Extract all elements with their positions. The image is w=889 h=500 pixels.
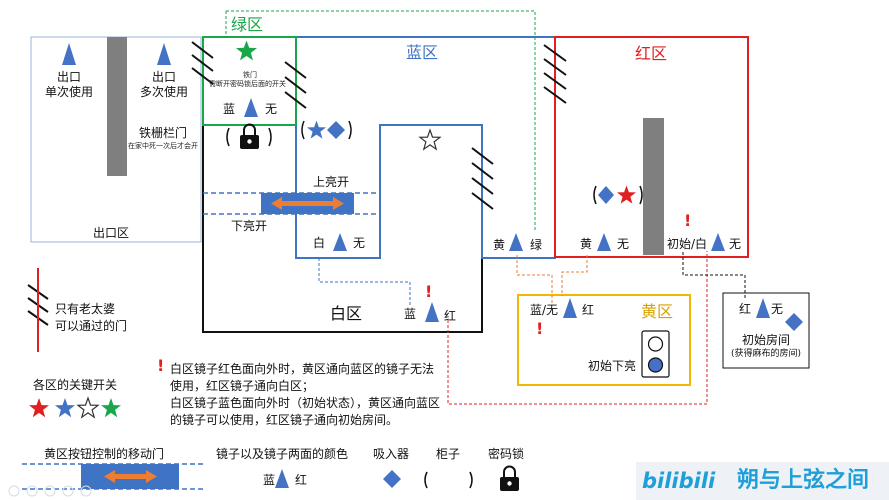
key-switch-stars <box>29 40 636 419</box>
yellow-zone-label: 黄区 <box>641 302 674 321</box>
start-mirror-left: 红 <box>739 302 752 316</box>
blue-zone-label: 蓝区 <box>406 43 439 62</box>
red-wall-bar <box>643 118 664 255</box>
lock-icons <box>240 123 519 491</box>
watermark-text: 朔与上弦之间 <box>737 468 870 493</box>
yellow-mirror-right: 红 <box>582 303 595 317</box>
white-mirror-right: 红 <box>444 309 457 323</box>
gate-label: 铁栅栏门 <box>139 126 188 140</box>
mirror-sample-left: 蓝 <box>263 473 276 487</box>
lock-legend: 密码锁 <box>488 447 525 461</box>
green-dashed-outline <box>226 10 536 232</box>
yellow-alert-mark: ! <box>536 319 544 338</box>
blue-mirror-bottom-left: 白 <box>313 236 326 250</box>
light-indicator <box>641 330 670 378</box>
gate-note: 在家中死一次后才会开 <box>128 142 198 150</box>
start-room-border <box>722 292 810 369</box>
moving-door-arrow <box>271 197 344 210</box>
notes-alert-mark: ! <box>157 356 165 375</box>
red-zone-border <box>554 36 749 258</box>
iron-door-note: 需断开密码锁后面的开关 <box>209 80 286 88</box>
iron-gate <box>107 37 127 176</box>
red-mirror-a-right: 无 <box>617 237 630 251</box>
up-open-label: 上亮开 <box>313 175 350 189</box>
moving-door-legend: 黄区按钮控制的移动门 <box>44 447 165 461</box>
red-mirror-a-left: 黄 <box>580 237 593 251</box>
red-mirror-b-right: 无 <box>729 237 742 251</box>
green-mirror-right: 无 <box>265 102 278 116</box>
exit-single-label: 出口 单次使用 <box>44 70 93 99</box>
blue-mirror-bottom-right: 无 <box>353 236 366 250</box>
white-zone-label: 白区 <box>330 304 363 323</box>
bilibili-logo: bilibili <box>642 469 716 493</box>
granny-doors <box>27 41 567 326</box>
light-top <box>647 336 664 352</box>
blue-mirror-right-left: 黄 <box>493 238 506 252</box>
exit-zone-label: 出口区 <box>93 226 130 240</box>
granny-door-legend: 只有老太婆 可以通过的门 <box>55 302 128 333</box>
white-mirror-left: 蓝 <box>404 307 417 321</box>
white-alert-mark: ! <box>425 282 433 301</box>
yellow-mirror-left: 蓝/无 <box>530 303 559 317</box>
watermark: bilibili 朔与上弦之间 <box>636 462 889 500</box>
start-room-title: 初始房间 <box>741 333 790 347</box>
start-mirror-right: 无 <box>771 302 784 316</box>
exit-multi-label: 出口 多次使用 <box>139 70 188 99</box>
blue-mirror-right-right: 绿 <box>530 238 543 252</box>
mirror-colors-legend: 镜子以及镜子两面的颜色 <box>216 447 349 461</box>
start-room-subtitle: (获得麻布的房间) <box>730 349 802 359</box>
mirror-notes: 白区镜子红色面向外时，黄区通向蓝区的镜子无法使用，红区镜子通向白区； 白区镜子蓝… <box>170 362 441 427</box>
key-switch-legend: 各区的关键开关 <box>33 378 118 392</box>
light-bottom <box>647 357 664 373</box>
yellow-zone-border <box>517 294 691 386</box>
absorber-icons <box>327 121 803 488</box>
cabinet-legend: 柜子 <box>436 447 461 461</box>
green-mirror-left: 蓝 <box>223 102 236 116</box>
red-zone-label: 红区 <box>635 44 668 63</box>
absorber-legend: 吸入器 <box>373 447 410 461</box>
iron-door-label: 铁门 <box>243 71 257 79</box>
cabinet-icons <box>226 120 643 489</box>
down-open-label: 下亮开 <box>231 219 268 233</box>
red-alert-mark: ! <box>684 211 692 230</box>
green-zone-label: 绿区 <box>231 15 264 34</box>
mirror-triangles <box>62 43 770 488</box>
red-mirror-b-left: 初始/白 <box>667 237 708 251</box>
mirror-sample-right: 红 <box>295 473 308 487</box>
initial-down-light-label: 初始下亮 <box>588 359 637 373</box>
